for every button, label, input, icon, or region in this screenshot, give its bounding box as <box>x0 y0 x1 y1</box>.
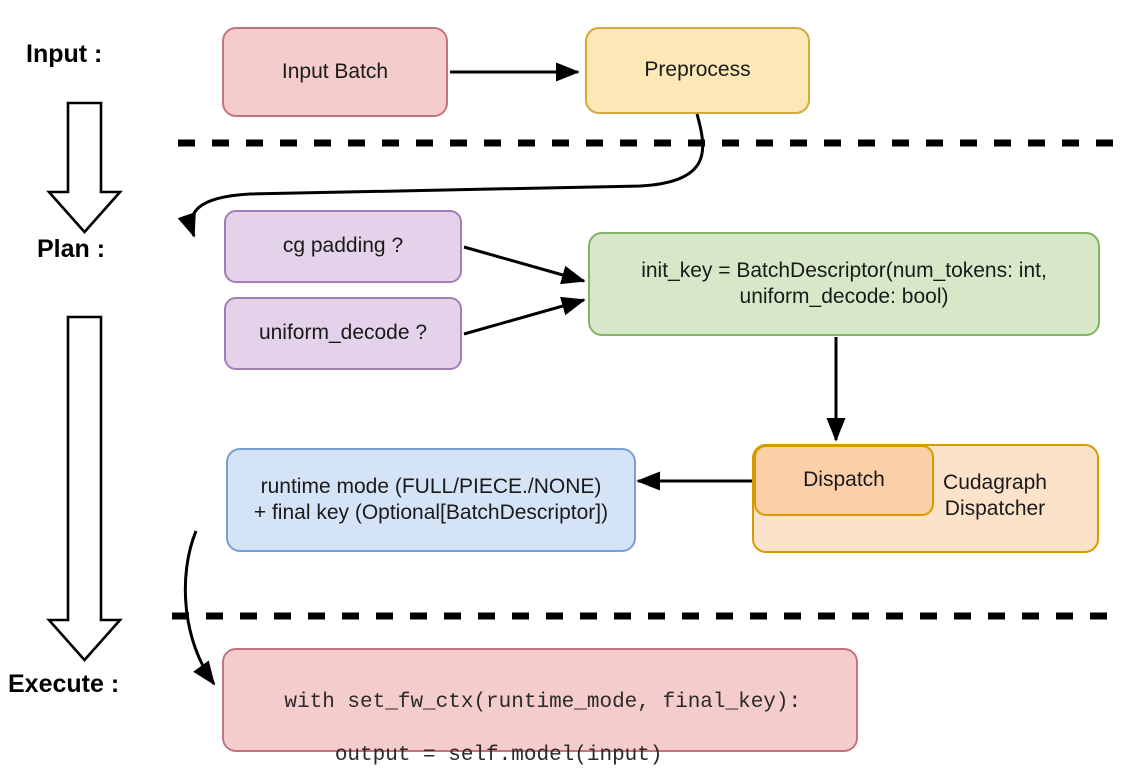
node-runtime-mode-line1: runtime mode (FULL/PIECE./NONE) <box>260 474 602 498</box>
connector-runtime-mode-to-execute-code <box>183 530 216 686</box>
node-runtime-mode-line2: + final key (Optional[BatchDescriptor]) <box>253 501 609 524</box>
stage-label-plan: Plan : <box>37 235 106 263</box>
block-arrow-input-to-plan <box>46 101 123 234</box>
node-init-key-line2: uniform_decode: bool) <box>739 285 949 308</box>
node-runtime-mode[interactable]: runtime mode (FULL/PIECE./NONE) + final … <box>226 448 636 552</box>
node-cg-padding[interactable]: cg padding ? <box>224 210 462 283</box>
node-uniform-decode-label: uniform_decode ? <box>258 321 428 345</box>
node-input-batch[interactable]: Input Batch <box>222 27 448 117</box>
node-cg-padding-label: cg padding ? <box>282 234 404 258</box>
node-init-key[interactable]: init_key = BatchDescriptor(num_tokens: i… <box>588 232 1100 336</box>
node-preprocess[interactable]: Preprocess <box>585 27 810 114</box>
block-arrow-plan-to-execute <box>46 315 123 662</box>
node-execute-code-line1: with set_fw_ctx(runtime_mode, final_key)… <box>284 691 802 715</box>
node-cudagraph-dispatcher-line1: Cudagraph <box>943 471 1047 494</box>
node-input-batch-label: Input Batch <box>281 59 389 83</box>
node-cudagraph-dispatcher-line2: Dispatcher <box>944 497 1046 521</box>
node-uniform-decode[interactable]: uniform_decode ? <box>224 297 462 370</box>
node-execute-code-line2: output = self.model(input) <box>284 743 663 767</box>
node-init-key-line1: init_key = BatchDescriptor(num_tokens: i… <box>641 258 1047 282</box>
node-execute-code[interactable]: with set_fw_ctx(runtime_mode, final_key)… <box>222 648 858 767</box>
node-dispatch[interactable]: Dispatch <box>754 445 934 516</box>
node-cudagraph-dispatcher-label: Cudagraph Dispatcher <box>915 470 1075 523</box>
connector-cg-padding-to-init-key <box>463 245 586 285</box>
connector-uniform-decode-to-init-key <box>463 296 586 336</box>
node-dispatch-label: Dispatch <box>803 468 885 492</box>
stage-label-execute: Execute : <box>8 670 120 698</box>
node-preprocess-label: Preprocess <box>644 58 751 82</box>
stage-label-input: Input : <box>26 40 103 68</box>
